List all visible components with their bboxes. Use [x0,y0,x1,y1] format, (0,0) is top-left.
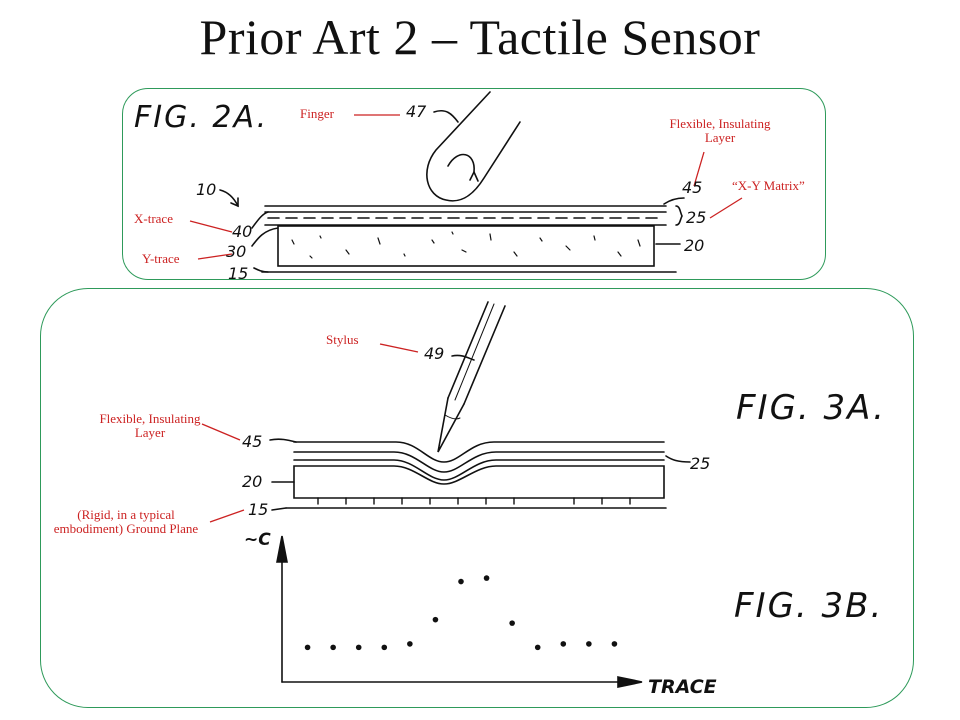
stylus-right-edge [463,305,506,405]
flexible-layer-top [293,441,665,463]
ref-15-2a: 15 [228,264,249,283]
ref-20-2a: 20 [684,236,705,255]
callout-y-trace: Y-trace [142,251,180,266]
callout-xy-matrix: “X-Y Matrix” [732,178,805,193]
ref-47: 47 [406,102,427,121]
scatter-plot-area [304,575,618,651]
substrate-layer [277,225,655,267]
callout-flexible-3a: Flexible, Insulating Layer [99,411,201,440]
callout-ground-plane: (Rigid, in a typical embodiment) Ground … [53,507,199,536]
scatter-point-12 [586,641,592,647]
callout-x-trace: X-trace [134,211,173,226]
scatter-point-3 [355,644,362,651]
ref-25-2a: 25 [686,208,707,227]
ref-49: 49 [424,344,445,363]
callout-stylus: Stylus [326,332,359,347]
scatter-point-1 [304,644,311,651]
stylus-tip [437,397,465,453]
stylus-left-edge [447,301,489,399]
sensor-ref-arrow [219,189,239,207]
ref-15-3a: 15 [248,500,269,519]
x-axis-label: TRACE [648,676,717,698]
scatter-point-6 [432,616,439,623]
scatter-point-2 [330,644,336,651]
trace-layer [293,459,665,481]
x-axis-arrow [617,676,643,688]
ref-45-3a: 45 [242,432,263,451]
scatter-point-10 [534,644,541,651]
y-axis-label: ~C [244,530,271,550]
scatter-point-9 [509,620,515,626]
finger-ref-leader [433,109,459,123]
substrate-layer-3a [293,465,665,499]
callout-finger: Finger [300,106,334,121]
callout-flexible-2a: Flexible, Insulating Layer [669,116,771,145]
scatter-point-8 [483,575,490,581]
scatter-point-13 [611,641,618,647]
ref-20-3a: 20 [242,472,263,491]
figure-3-panel [40,288,914,708]
fig-3a-label: FIG. 3A. [736,388,886,428]
scatter-point-11 [560,641,567,647]
figure-2a-panel [122,88,826,280]
ref-30: 30 [226,242,247,261]
ref-45-2a: 45 [682,178,703,197]
ref-40: 40 [232,222,253,241]
finger-shape [426,91,521,202]
matrix-brace [675,205,683,226]
fig-3b-label: FIG. 3B. [734,586,884,626]
flexible-layer-bottom [293,451,665,473]
scatter-point-7 [458,578,464,585]
scatter-point-4 [381,644,388,651]
slide-title: Prior Art 2 – Tactile Sensor [199,9,761,65]
ref-25-3a: 25 [690,454,711,473]
fig-2a-label: FIG. 2A. [134,100,269,135]
y-axis-arrow [276,535,288,563]
ref-10: 10 [196,180,217,199]
scatter-point-5 [407,641,413,647]
finger-rotation-arrow [447,153,475,173]
